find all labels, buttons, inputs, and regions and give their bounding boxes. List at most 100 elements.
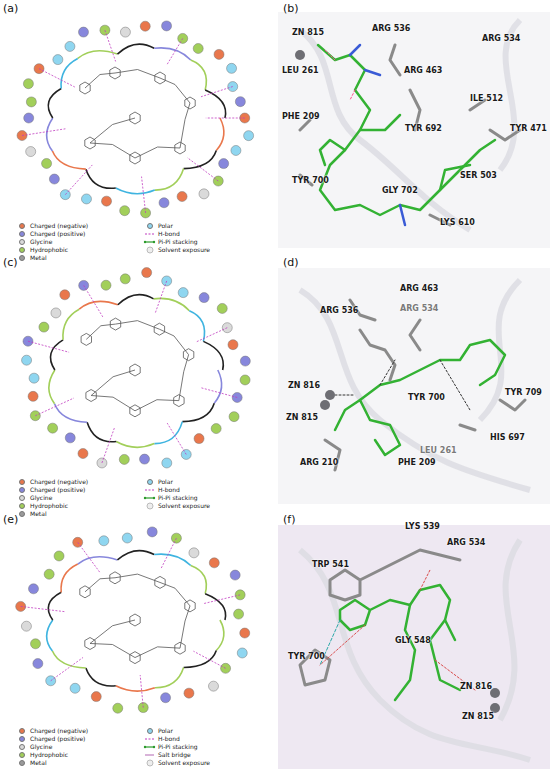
ligand-bond — [135, 147, 180, 158]
pocket-contour — [154, 554, 191, 565]
residue-circle — [42, 158, 52, 168]
residue-circle — [51, 308, 61, 318]
ligand-bond — [180, 606, 190, 648]
residue-label: ZN 816 — [288, 381, 320, 390]
zinc-sphere — [295, 50, 305, 60]
legend-swatch — [19, 239, 25, 245]
residue-label: TRP 541 — [312, 560, 349, 569]
legend-sample — [144, 497, 146, 499]
residue-circle — [65, 433, 75, 443]
legend-text: Solvent exposure — [158, 759, 210, 766]
residue-label: TYR 709 — [505, 388, 542, 397]
legend-text: H-bond — [158, 735, 180, 742]
residue-circle — [177, 192, 187, 202]
pocket-contour — [191, 60, 207, 90]
legend-text: Polar — [158, 478, 173, 485]
residue-label: ARG 534 — [482, 34, 520, 43]
residue-label: TYR 471 — [510, 124, 547, 133]
residue-circle — [113, 703, 123, 713]
residue-label: ZN 815 — [286, 413, 318, 422]
residue-circle — [70, 683, 80, 693]
ligand-sticks — [300, 550, 475, 700]
residue-label: TYR 700 — [292, 176, 329, 185]
residue-circle — [209, 558, 219, 568]
zinc-sphere — [320, 400, 330, 410]
hbond-line — [35, 398, 74, 416]
residue-circle — [162, 458, 172, 468]
hbond-line — [206, 118, 245, 119]
panel-ground — [278, 12, 550, 248]
ligand-bond — [90, 620, 135, 643]
legend-sample — [145, 738, 154, 739]
residue-circle — [49, 174, 59, 184]
legend-sample — [145, 754, 154, 755]
legend-text: Glycine — [30, 743, 52, 750]
residue-label: ARG 534 — [447, 538, 485, 547]
hbond-line — [78, 542, 100, 572]
residue-circle — [81, 194, 91, 204]
legend-text: Pi-Pi stacking — [158, 743, 198, 750]
residue-circle — [229, 412, 239, 422]
residue-circle — [214, 49, 224, 59]
legend-swatch — [19, 760, 25, 766]
pocket-contour — [47, 620, 53, 651]
ligand-bond — [179, 355, 189, 401]
residue-circle — [24, 113, 34, 123]
ligand-sticks — [325, 300, 525, 470]
residue-circle — [99, 536, 109, 546]
legend-swatch — [19, 231, 25, 237]
legend-text: Charged (positive) — [30, 735, 85, 742]
ligand-bond — [135, 647, 180, 658]
pocket-contour — [191, 566, 207, 594]
residue-label: PHE 209 — [282, 112, 320, 121]
zinc-sphere — [490, 703, 500, 713]
residue-circle — [230, 570, 240, 580]
ligand-bond — [160, 582, 190, 605]
legend-sample — [145, 241, 154, 242]
residue-circle — [26, 147, 36, 157]
panel-letter: (c) — [3, 256, 18, 269]
legend-text: Metal — [30, 510, 47, 517]
residue-circle — [140, 21, 150, 31]
legend-swatch — [19, 503, 25, 509]
residue-label: ARG 463 — [404, 66, 442, 75]
panel-ground — [278, 525, 550, 769]
hbond-line — [193, 651, 225, 668]
hbond-line — [39, 69, 75, 87]
hbond-line — [201, 388, 237, 398]
zinc-sphere — [325, 390, 335, 400]
residue-circle — [65, 41, 75, 51]
residue-label: ARG 534 — [400, 304, 438, 313]
pocket-contour — [155, 668, 184, 688]
residue-circle — [101, 280, 111, 290]
residue-circle — [219, 159, 229, 169]
legend-text: Polar — [158, 222, 173, 229]
residue-label: ARG 463 — [400, 284, 438, 293]
hbond-line — [21, 606, 65, 611]
residue-label: LYS 539 — [405, 522, 440, 531]
pocket-contour — [205, 594, 225, 620]
panel-letter: (e) — [3, 513, 18, 526]
residue-circle — [240, 356, 250, 366]
pocket-contour — [52, 151, 85, 169]
ligand-bond — [85, 578, 115, 592]
residue-circle — [78, 449, 88, 459]
pocket-contour — [78, 51, 118, 59]
hbond-line — [102, 427, 115, 463]
interaction-map — [17, 21, 254, 218]
hbond-line — [161, 538, 176, 569]
residue-label: TYR 692 — [405, 124, 442, 133]
legend-swatch — [19, 495, 25, 501]
pocket-contour — [155, 169, 184, 191]
residue-circle — [189, 548, 199, 558]
residue-label: ILE 512 — [470, 94, 503, 103]
residue-label: ARG 536 — [372, 24, 410, 33]
legend-sample — [145, 746, 154, 747]
residue-circle — [227, 63, 237, 73]
residue-circle — [161, 693, 171, 703]
residue-circle — [26, 97, 36, 107]
ligand-bond — [85, 73, 115, 88]
residue-label: HIS 697 — [490, 433, 525, 442]
legend-text: H-bond — [158, 486, 180, 493]
panel-letter: (d) — [283, 256, 299, 269]
